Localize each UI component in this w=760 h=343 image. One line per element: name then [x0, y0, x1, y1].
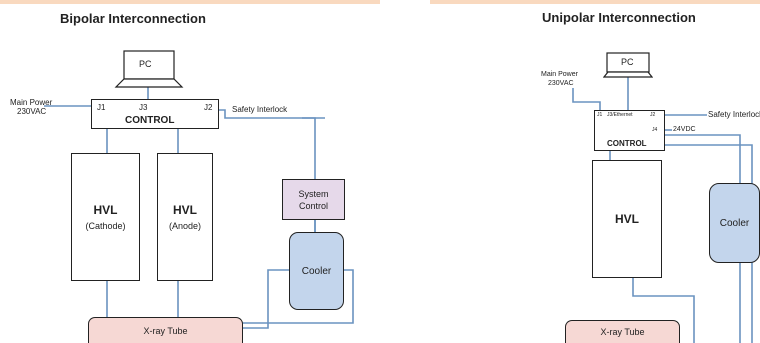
control-j2: J2	[204, 103, 213, 112]
control-j1: J1	[97, 103, 106, 112]
main-power-voltage: 230VAC	[17, 107, 47, 116]
uni-control-j1: J1	[597, 112, 603, 118]
hvl-cathode-label: HVL	[93, 203, 118, 217]
uni-main-power-voltage: 230VAC	[548, 80, 574, 87]
header-band-right	[430, 0, 760, 4]
system-control-line1: System	[298, 188, 329, 199]
wire-cooler-tube-1	[242, 269, 354, 324]
xray-tube-label: X-ray Tube	[143, 325, 188, 336]
laptop-icon	[112, 50, 186, 88]
pc-label: PC	[139, 59, 152, 69]
wire-uni-hvl-tube	[632, 278, 695, 343]
control-label: CONTROL	[125, 115, 175, 126]
bipolar-title: Bipolar Interconnection	[60, 11, 206, 26]
uni-xray-tube-label: X-ray Tube	[600, 327, 645, 337]
main-power-label: Main Power	[10, 98, 53, 107]
safety-interlock-label: Safety Interlock	[232, 105, 288, 114]
hvl-anode-box: HVL (Anode)	[157, 153, 213, 281]
uni-xray-tube-box: X-ray Tube	[565, 320, 680, 343]
wire-cooler-tube-2	[242, 269, 290, 329]
wire-uni-j3-cooler-top	[664, 134, 741, 183]
uni-cooler-box: Cooler	[709, 183, 760, 263]
hvl-anode-sub: (Anode)	[168, 221, 202, 231]
uni-control-j4: J4	[652, 127, 658, 133]
cooler-label: Cooler	[301, 265, 332, 277]
uni-main-power-label: Main Power	[541, 71, 578, 78]
wire-uni-mainpower-j1	[572, 88, 601, 110]
unipolar-title: Unipolar Interconnection	[542, 10, 696, 25]
cooler-box: Cooler	[289, 232, 344, 310]
uni-control-j2: J2	[650, 112, 656, 118]
system-control-box: System Control	[282, 179, 345, 220]
wire-j2-safety	[218, 109, 325, 119]
header-band-left	[0, 0, 380, 4]
wire-uni-control-right	[664, 144, 753, 343]
control-j3: J3	[139, 103, 148, 112]
uni-hvl-box: HVL	[592, 160, 662, 278]
uni-24vdc-label: 24VDC	[673, 126, 696, 133]
uni-control-label: CONTROL	[607, 139, 647, 148]
uni-cooler-label: Cooler	[719, 217, 750, 229]
xray-tube-box: X-ray Tube	[88, 317, 243, 343]
hvl-anode-label: HVL	[173, 203, 197, 217]
uni-control-j3: J3/Ethernet	[607, 112, 633, 118]
hvl-cathode-box: HVL (Cathode)	[71, 153, 140, 281]
uni-hvl-label: HVL	[615, 212, 639, 226]
system-control-line2: Control	[298, 200, 328, 211]
uni-pc-label: PC	[621, 57, 634, 67]
uni-laptop-icon	[603, 52, 653, 78]
uni-safety-interlock-label: Safety Interlock	[708, 110, 760, 119]
hvl-cathode-sub: (Cathode)	[85, 221, 126, 231]
uni-control-box	[594, 110, 665, 151]
control-box	[91, 99, 219, 129]
